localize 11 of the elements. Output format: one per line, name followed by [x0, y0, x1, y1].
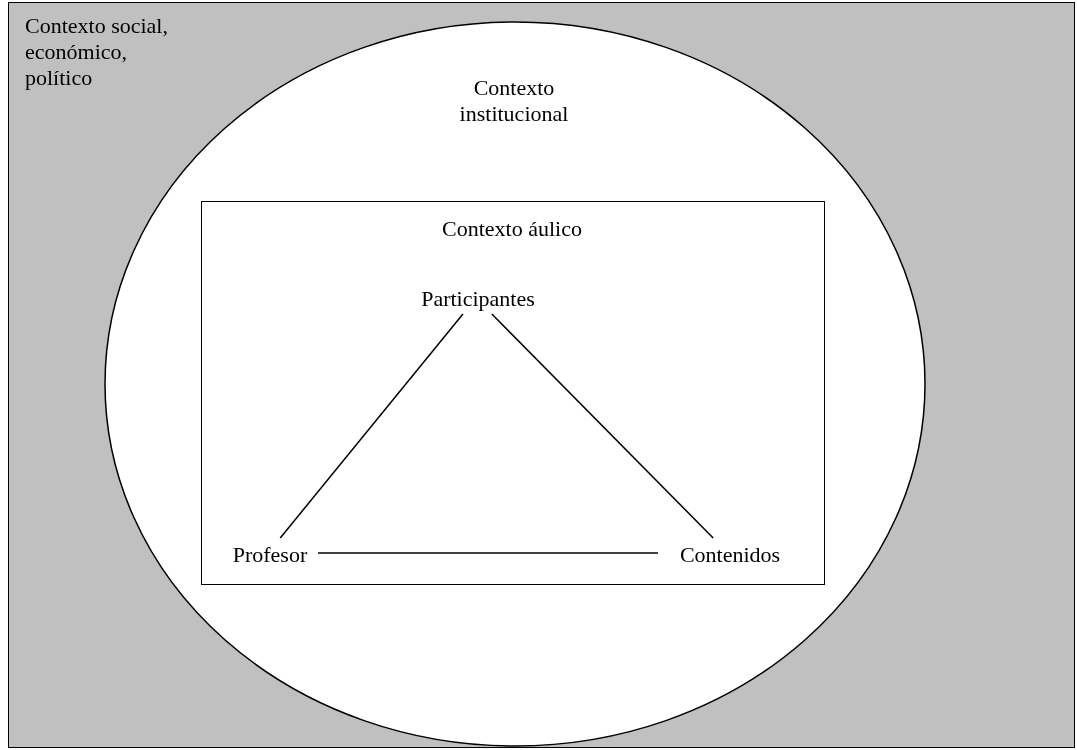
vertex-label: Profesor — [231, 542, 309, 568]
triangle-side — [317, 552, 659, 554]
context-box — [201, 201, 825, 585]
context-title: Contexto institucional — [458, 75, 570, 127]
context-title: Contexto social, económico, político — [25, 13, 169, 91]
triangle-side — [279, 313, 464, 539]
context-title: Contexto áulico — [441, 216, 583, 242]
vertex-label: Contenidos — [678, 542, 782, 568]
vertex-label: Participantes — [420, 286, 536, 312]
context-box — [8, 2, 1075, 748]
triangle-side — [491, 313, 714, 539]
